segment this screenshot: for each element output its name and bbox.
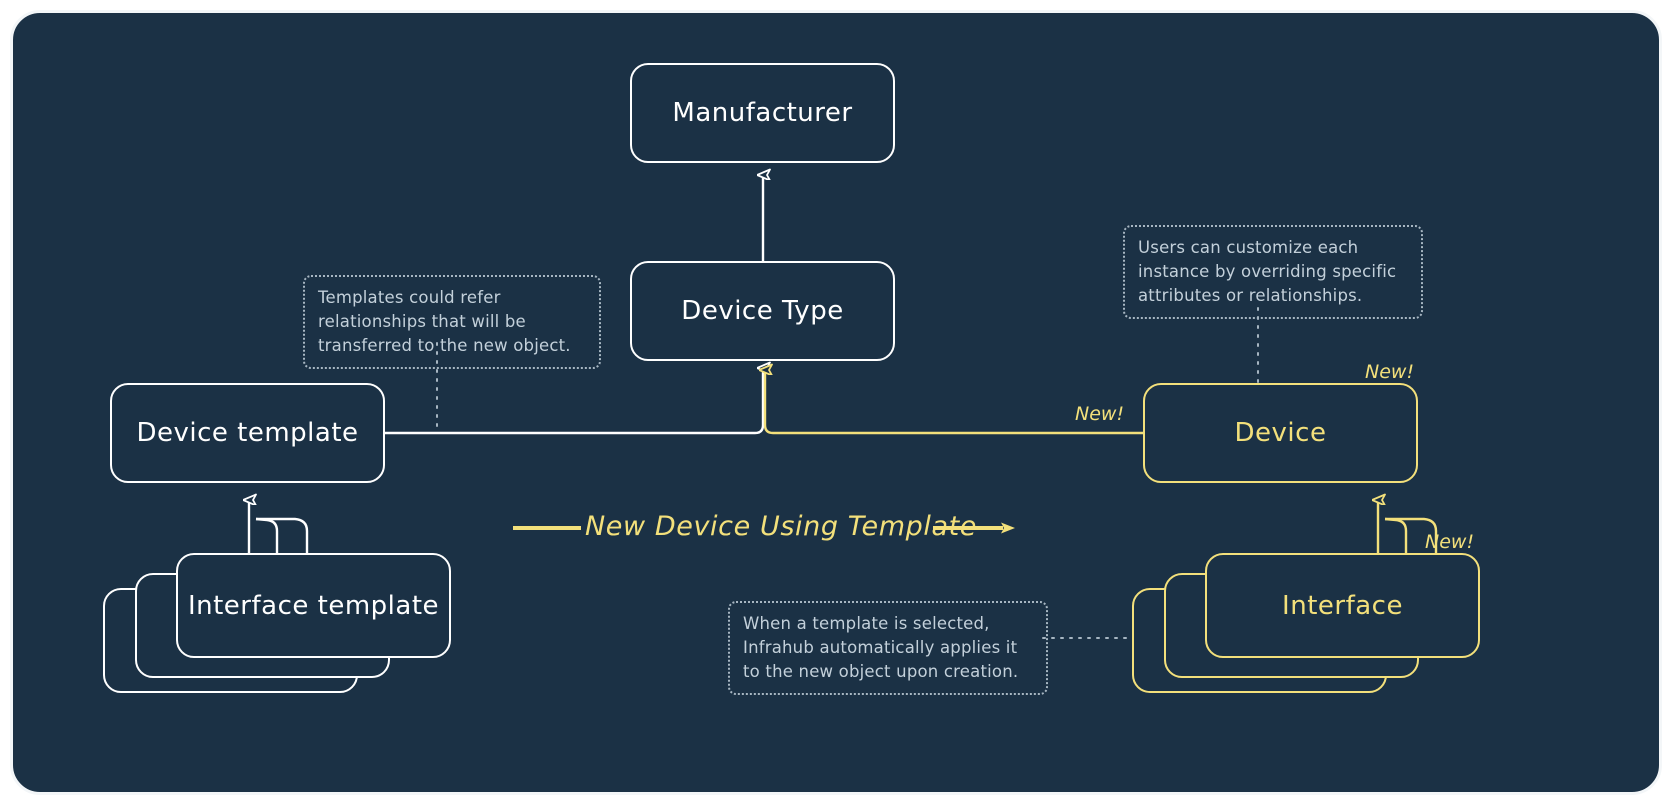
node-manufacturer[interactable]: Manufacturer (630, 63, 895, 163)
edge-devicetemplate-to-devicetype (383, 368, 763, 435)
badge-new-device-box: New! (1365, 361, 1415, 383)
node-interface-template[interactable]: Interface template (176, 553, 451, 658)
node-device-label: Device (1234, 418, 1327, 448)
note-template-applied: When a template is selected, Infrahub au… (728, 601, 1048, 695)
note-users-customize: Users can customize each instance by ove… (1123, 225, 1423, 319)
node-device[interactable]: Device (1143, 383, 1418, 483)
node-interface[interactable]: Interface (1205, 553, 1480, 658)
node-device-type[interactable]: Device Type (630, 261, 895, 361)
node-manufacturer-label: Manufacturer (672, 98, 853, 128)
diagram-frame: Manufacturer Device Type Device template… (10, 10, 1662, 795)
badge-new-device-link: New! (1075, 403, 1125, 425)
node-device-template[interactable]: Device template (110, 383, 385, 483)
node-interface-template-label: Interface template (187, 590, 440, 621)
node-device-type-label: Device Type (681, 296, 844, 326)
transition-label: New Device Using Template (585, 511, 978, 542)
note-templates-refer: Templates could refer relationships that… (303, 275, 601, 369)
edge-interfacetemplate-to-devicetemplate (249, 500, 309, 553)
node-device-template-label: Device template (136, 418, 359, 448)
badge-new-interface-box: New! (1425, 531, 1475, 553)
node-interface-label: Interface (1282, 590, 1403, 621)
